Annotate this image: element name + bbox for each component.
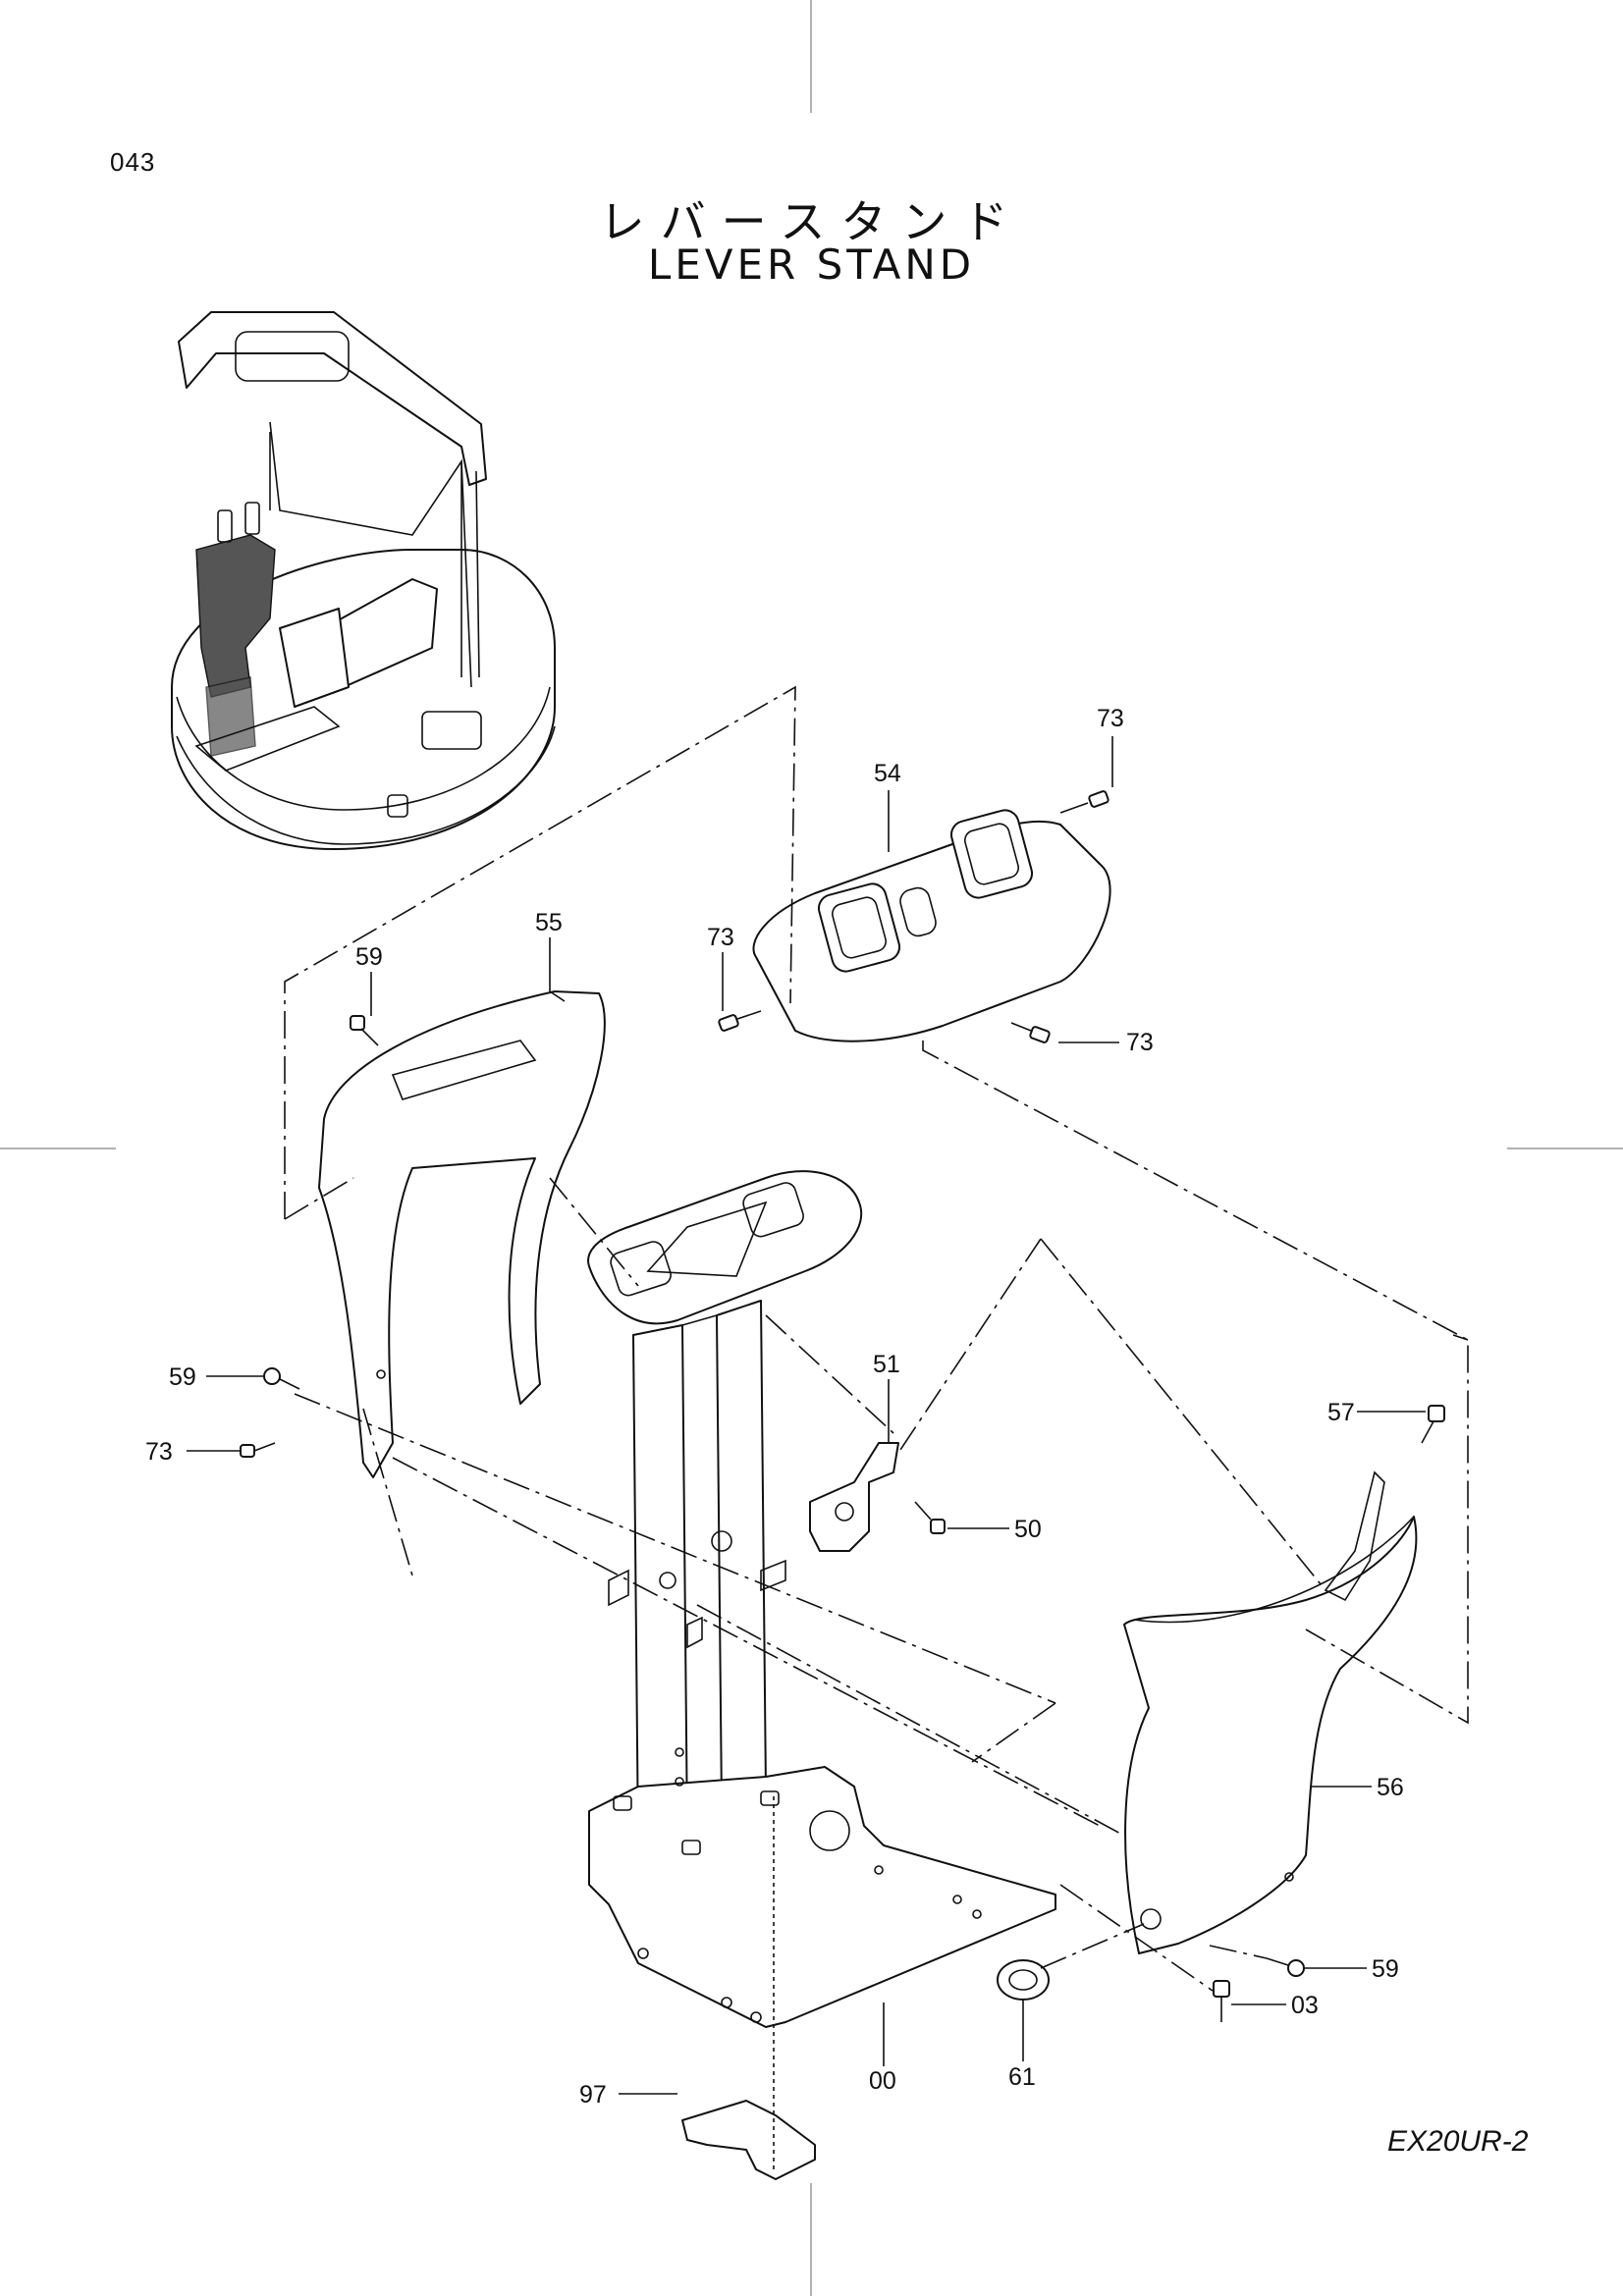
- assembly-lines: [284, 685, 1469, 2169]
- callout-labels: 73 54 73 73 55 59 59 73 51 57 50 56 59 0…: [145, 705, 1404, 2109]
- callout-59-left: 59: [169, 1363, 196, 1391]
- bolt-icon: [240, 790, 1445, 2022]
- part-56-right-panel: [1123, 1470, 1418, 1954]
- leader-lines: [187, 736, 1426, 2095]
- callout-51: 51: [873, 1351, 900, 1378]
- callout-57: 57: [1327, 1399, 1355, 1426]
- part-54-top-cover: [752, 809, 1111, 1042]
- part-51-bracket: [809, 1442, 899, 1552]
- callout-50: 50: [1014, 1516, 1042, 1543]
- part-55-left-panel: [318, 990, 606, 1478]
- page-title-japanese: レバースタンド: [599, 195, 1024, 248]
- excavator-cab-overview-icon: [171, 311, 556, 850]
- callout-56: 56: [1377, 1774, 1404, 1801]
- part-00-lever-stand: [587, 1170, 1056, 2028]
- callout-55: 55: [535, 909, 563, 936]
- part-97-shim: [681, 2100, 816, 2180]
- callout-03: 03: [1291, 1992, 1319, 2019]
- callout-00: 00: [869, 2067, 896, 2095]
- callout-97: 97: [579, 2081, 607, 2109]
- grommet-icon: [997, 1959, 1050, 2001]
- callout-73-cover-right: 73: [1126, 1029, 1154, 1056]
- callout-73-left: 73: [145, 1438, 173, 1466]
- callout-61: 61: [1008, 2063, 1036, 2091]
- callout-59-right: 59: [1372, 1955, 1399, 1983]
- page-number: 043: [110, 147, 156, 177]
- page-title-english: LEVER STAND: [647, 240, 976, 289]
- model-code: EX20UR-2: [1387, 2125, 1529, 2158]
- callout-73-top-left: 73: [707, 924, 734, 951]
- callout-59-top: 59: [355, 943, 383, 971]
- callout-73-top-right: 73: [1097, 705, 1124, 732]
- callout-54: 54: [874, 760, 901, 787]
